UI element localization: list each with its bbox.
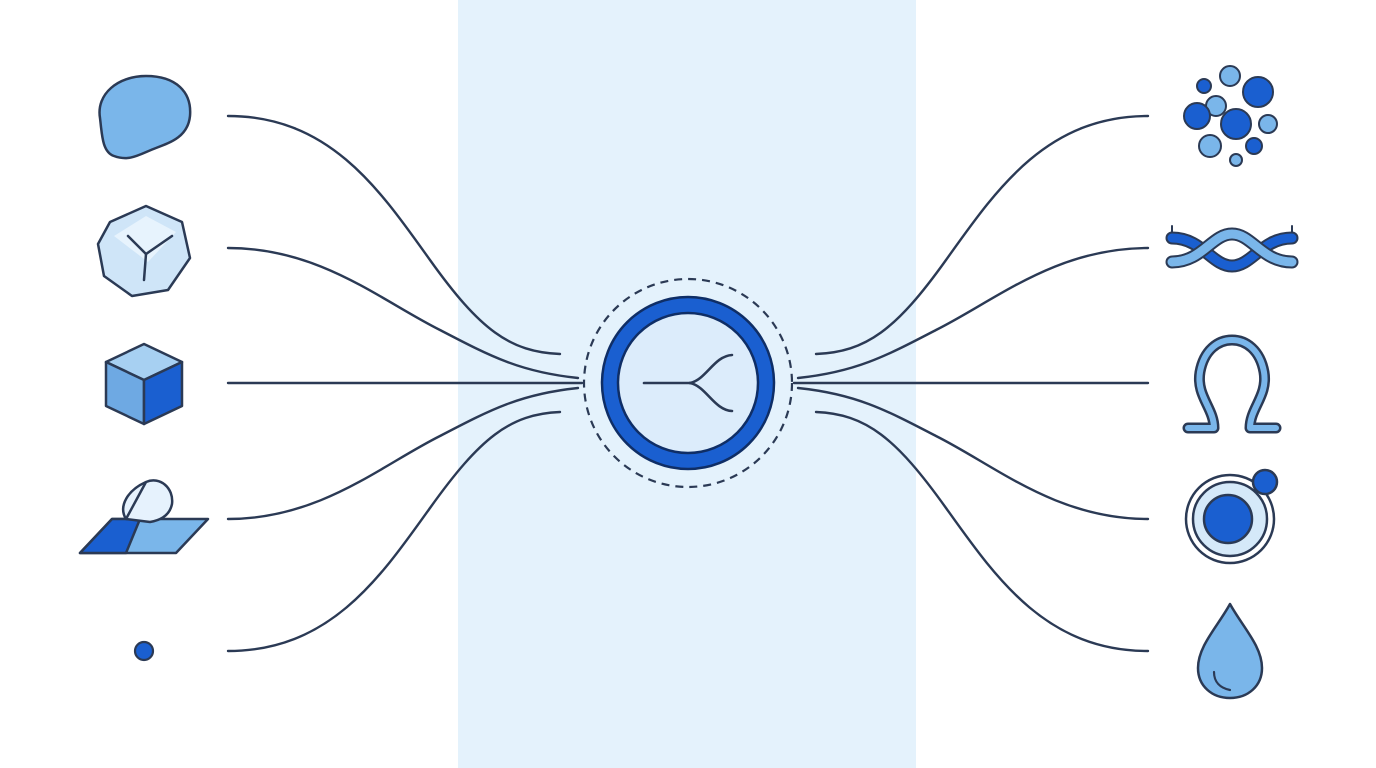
right-connectors [792,114,1150,653]
ice-crystal-icon [96,204,192,298]
connector-right-2 [796,246,1150,380]
connector-right-1 [814,114,1150,356]
omega-loop-icon [1182,334,1282,434]
left-connectors [226,114,584,653]
double-helix-icon [1165,225,1299,273]
orbiting-sphere-icon [1184,468,1279,565]
water-droplet-icon [1196,602,1264,700]
connector-right-4 [796,386,1150,521]
central-node [582,277,794,489]
cube-icon [104,342,184,426]
small-dot-icon [133,640,155,662]
connector-left-1 [226,114,562,356]
connector-right-5 [814,410,1150,653]
peeling-sheet-icon [78,479,210,555]
connector-left-5 [226,410,562,653]
connector-left-4 [226,386,580,521]
branching-merge-icon [642,353,734,413]
particle-cluster-icon [1183,65,1278,167]
dashed-outer-ring [582,277,794,489]
connector-left-2 [226,246,580,380]
blob-shape-icon [98,74,192,160]
